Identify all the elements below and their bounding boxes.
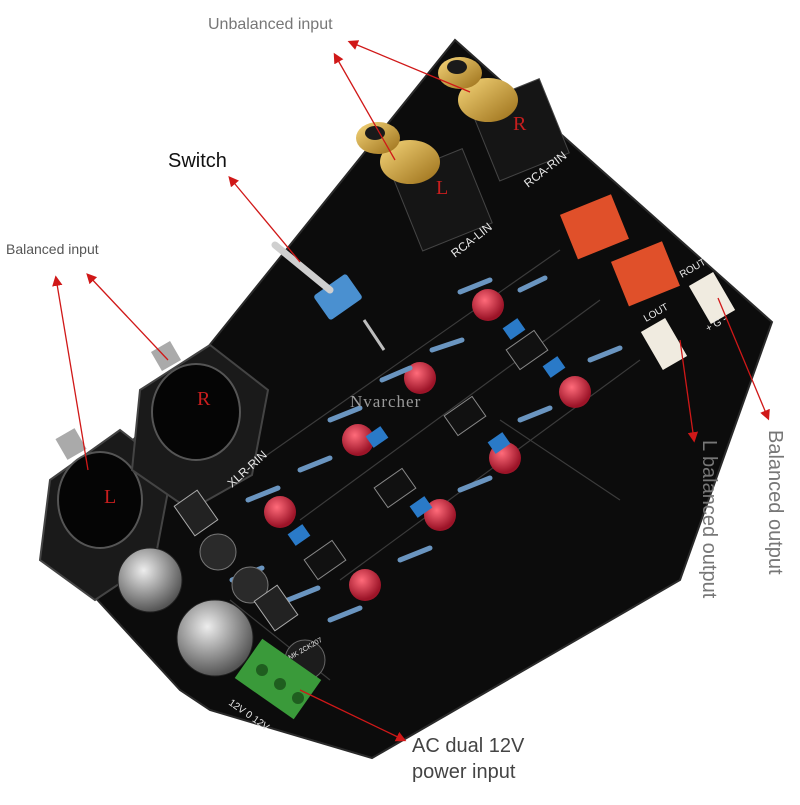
relay-1: [559, 194, 629, 260]
lout-header: [640, 317, 688, 371]
switch-label: Switch: [168, 150, 227, 172]
regulator-2: [253, 584, 299, 632]
arrow-unbalanced-l: [333, 52, 396, 161]
signal-capacitors: [264, 289, 591, 601]
balanced-input-label: Balanced input: [6, 241, 99, 257]
ac-power-label-line2: power input: [412, 761, 516, 783]
power-terminal: [234, 638, 322, 720]
arrow-l-out: [679, 339, 699, 443]
arrow-power: [299, 689, 407, 742]
opamp-ics: [303, 329, 549, 581]
regulator-1: [173, 489, 219, 537]
unbalanced-input-label: Unbalanced input: [208, 16, 333, 33]
l-balanced-output-label: L balanced output: [698, 440, 720, 599]
relay-2: [610, 241, 680, 307]
toggle-switch: [271, 241, 386, 351]
rca-r-jack: [438, 57, 570, 182]
arrow-unbalanced-r: [347, 40, 471, 93]
xlr-r-letter: R: [197, 388, 211, 410]
arrow-switch: [228, 176, 301, 263]
rca-r-letter: R: [513, 113, 527, 135]
arrow-balanced-r: [86, 273, 169, 361]
arrow-balanced-l: [52, 275, 89, 471]
xlr-l-letter: L: [104, 486, 116, 508]
film-capacitors: [287, 318, 566, 546]
rca-l-letter: L: [436, 177, 448, 199]
ac-power-label-line1: AC dual 12V: [412, 735, 525, 757]
watermark: Nvarcher: [350, 392, 422, 411]
xlr-r-connector: [130, 340, 270, 512]
balanced-output-label: Balanced output: [764, 430, 786, 575]
arrow-r-out: [717, 297, 770, 421]
power-capacitors: [117, 533, 269, 677]
rca-l-jack: [356, 122, 493, 252]
